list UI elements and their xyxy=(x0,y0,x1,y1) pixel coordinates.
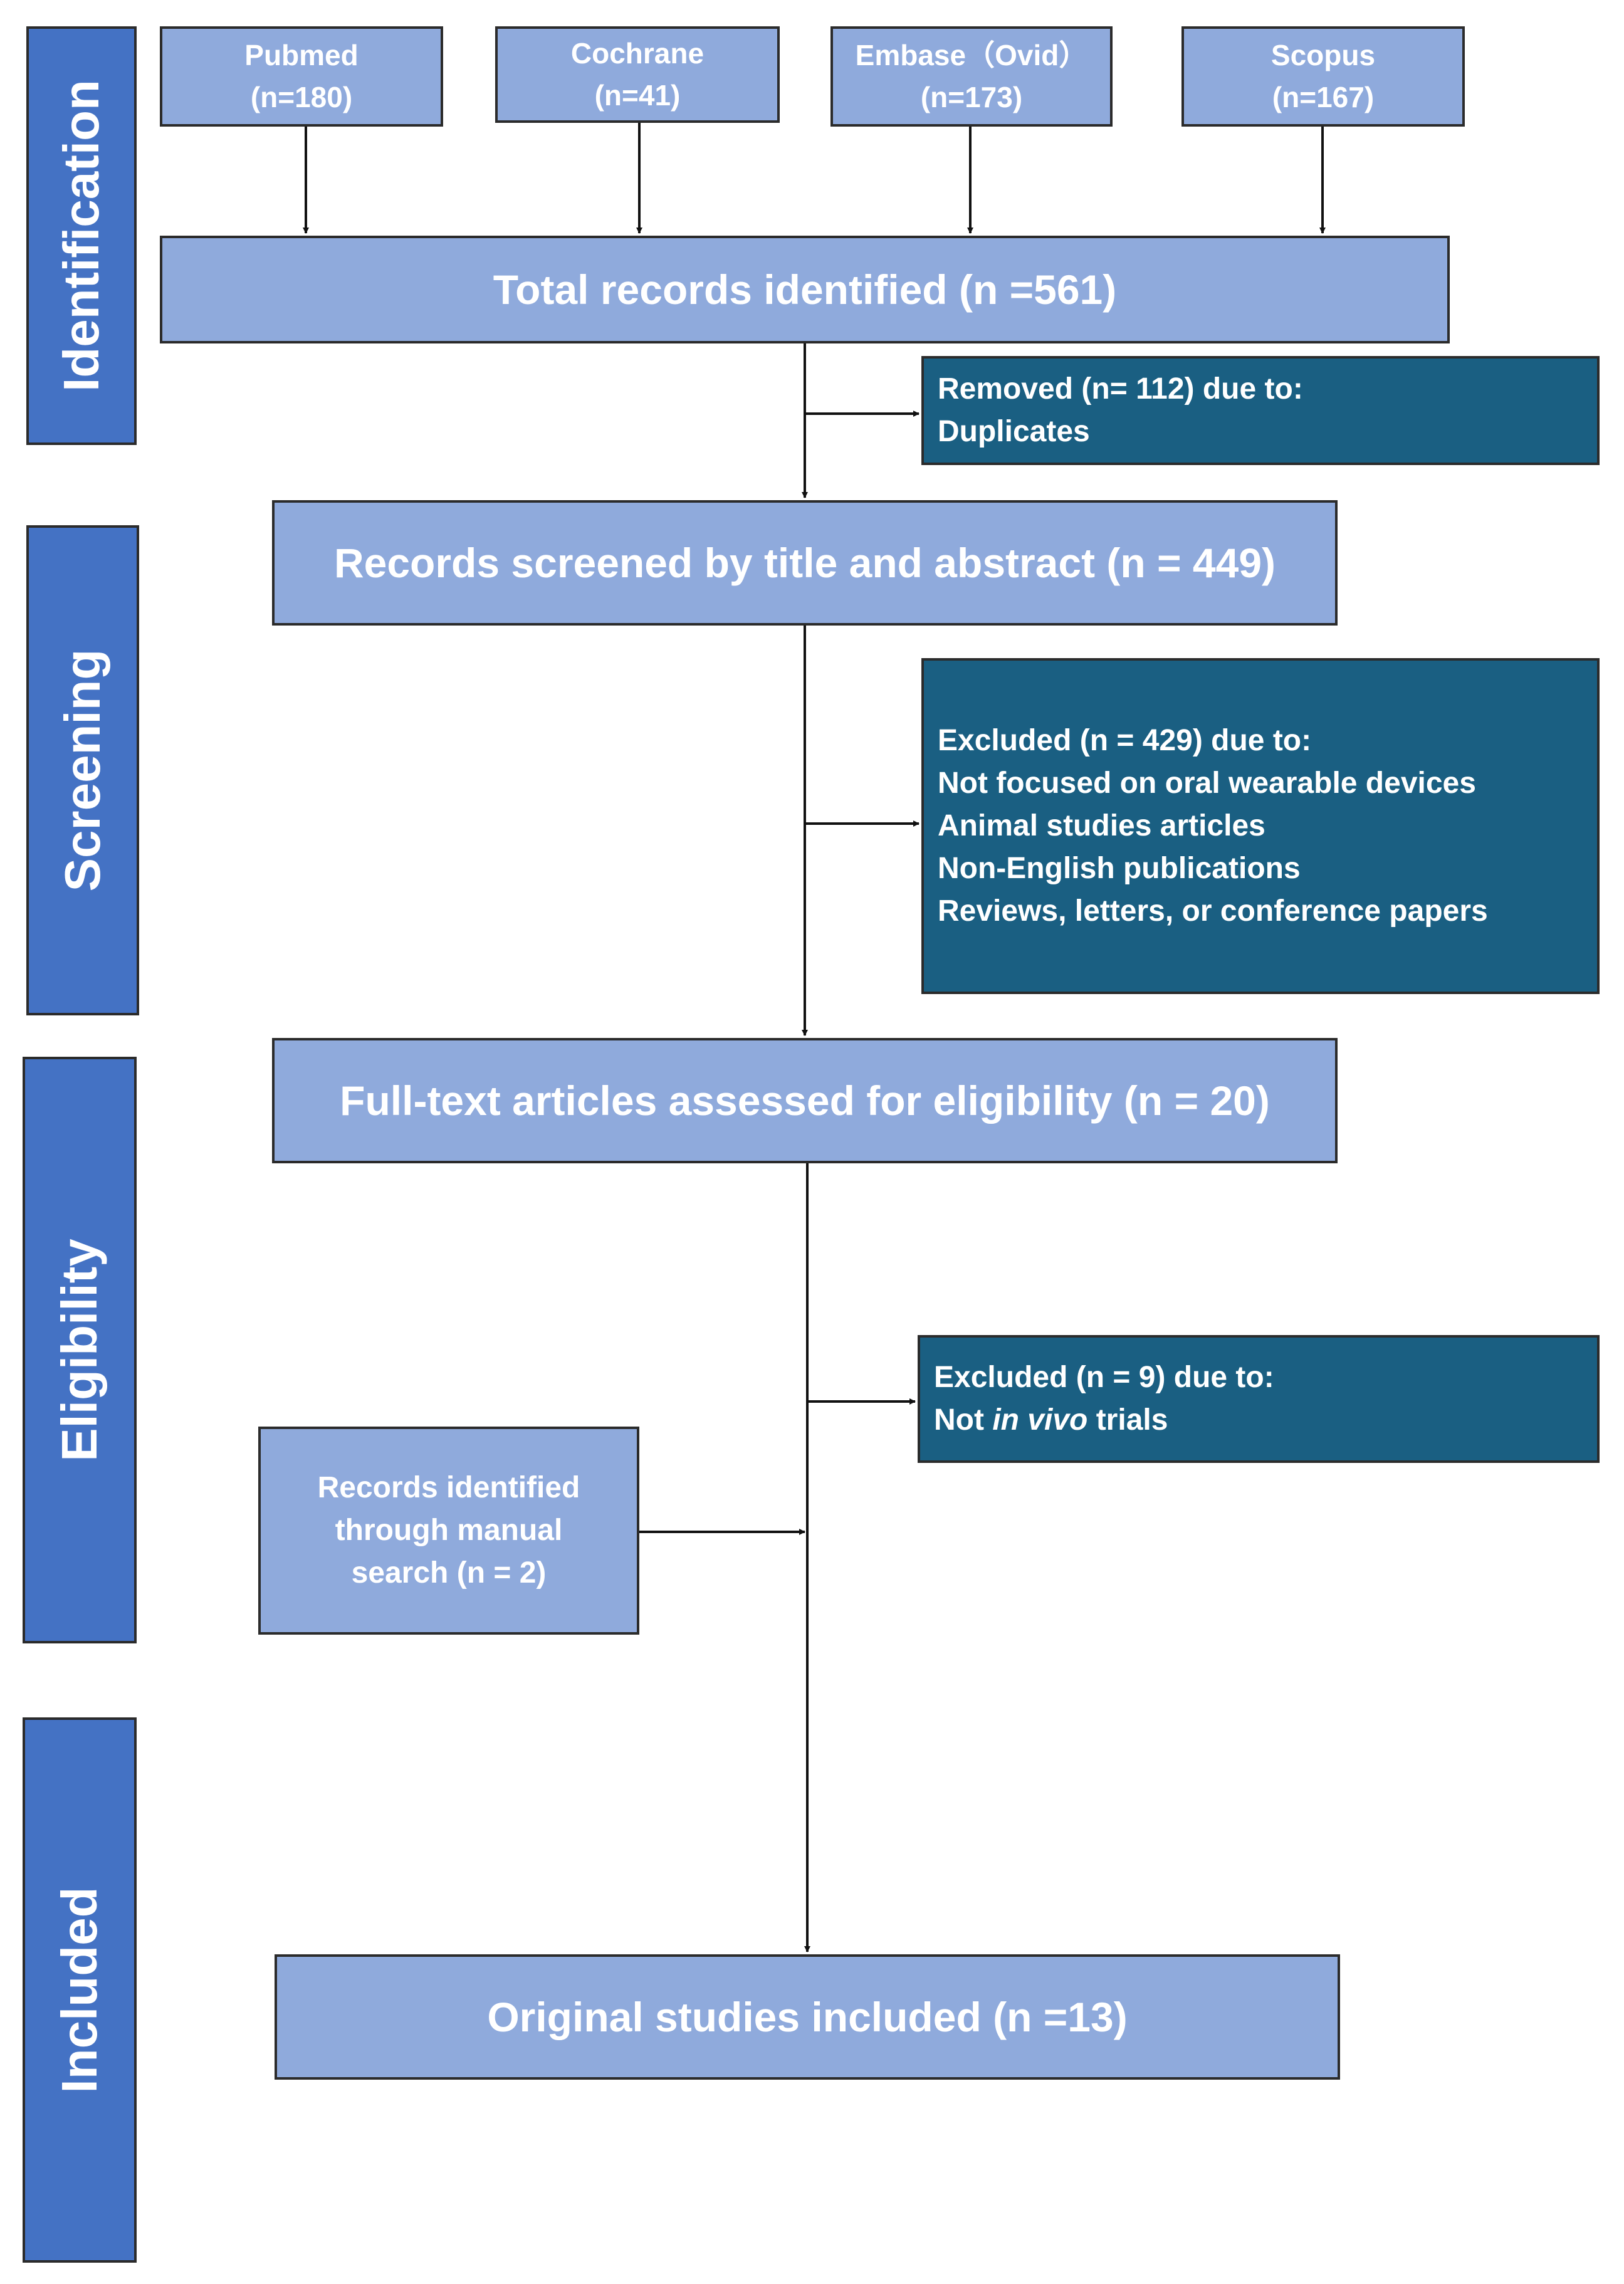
source-name: Pubmed xyxy=(244,39,359,72)
source-pubmed: Pubmed (n=180) xyxy=(160,26,443,127)
screened-box: Records screened by title and abstract (… xyxy=(272,500,1338,626)
source-cochrane: Cochrane (n=41) xyxy=(495,26,780,123)
manual-search-box: Records identified through manual search… xyxy=(258,1427,639,1635)
source-name: Scopus xyxy=(1270,39,1376,72)
full-text-label: Full-text articles assessed for eligibil… xyxy=(340,1077,1270,1124)
source-count: (n=41) xyxy=(594,79,681,112)
source-scopus: Scopus (n=167) xyxy=(1181,26,1465,127)
reason-prefix: Not xyxy=(934,1403,993,1437)
removed-box: Removed (n= 112) due to: Duplicates xyxy=(921,356,1600,465)
source-count: (n=167) xyxy=(1272,81,1375,113)
excluded-reason: Reviews, letters, or conference papers xyxy=(938,894,1488,928)
source-count: (n=180) xyxy=(250,81,353,113)
source-name: Cochrane xyxy=(570,37,705,70)
reason-italic: in vivo xyxy=(992,1403,1088,1437)
removed-line-1: Removed (n= 112) due to: xyxy=(938,372,1303,406)
excluded-reason: Not focused on oral wearable devices xyxy=(938,766,1476,800)
excluded-eligibility-reason: Not in vivo trials xyxy=(934,1399,1168,1442)
full-text-box: Full-text articles assessed for eligibil… xyxy=(272,1038,1338,1163)
included-label: Original studies included (n =13) xyxy=(487,1994,1128,2040)
source-embase: Embase（Ovid） (n=173) xyxy=(830,26,1113,127)
total-records-label: Total records identified (n =561) xyxy=(493,266,1117,313)
total-records-box: Total records identified (n =561) xyxy=(160,236,1450,343)
phase-included: Included xyxy=(23,1717,137,2263)
screened-label: Records screened by title and abstract (… xyxy=(333,540,1276,586)
phase-identification: Identification xyxy=(26,26,137,445)
manual-search-line-2: through manual xyxy=(335,1513,563,1547)
included-box: Original studies included (n =13) xyxy=(275,1954,1340,2080)
source-count: (n=173) xyxy=(920,81,1023,113)
source-name: Embase（Ovid） xyxy=(855,39,1088,72)
excluded-reason: Animal studies articles xyxy=(938,809,1265,842)
excluded-eligibility-box: Excluded (n = 9) due to: Not in vivo tri… xyxy=(918,1335,1600,1463)
reason-suffix: trials xyxy=(1087,1403,1168,1437)
manual-search-line-3: search (n = 2) xyxy=(351,1556,547,1590)
removed-line-2: Duplicates xyxy=(938,415,1090,448)
phase-eligibility: Eligibility xyxy=(23,1057,137,1643)
excluded-screening-header: Excluded (n = 429) due to: xyxy=(938,723,1312,757)
phase-screening: Screening xyxy=(26,525,139,1015)
manual-search-line-1: Records identified xyxy=(317,1470,580,1504)
excluded-screening-box: Excluded (n = 429) due to: Not focused o… xyxy=(921,658,1600,994)
excluded-eligibility-header: Excluded (n = 9) due to: xyxy=(934,1360,1274,1394)
excluded-reason: Non-English publications xyxy=(938,852,1301,886)
